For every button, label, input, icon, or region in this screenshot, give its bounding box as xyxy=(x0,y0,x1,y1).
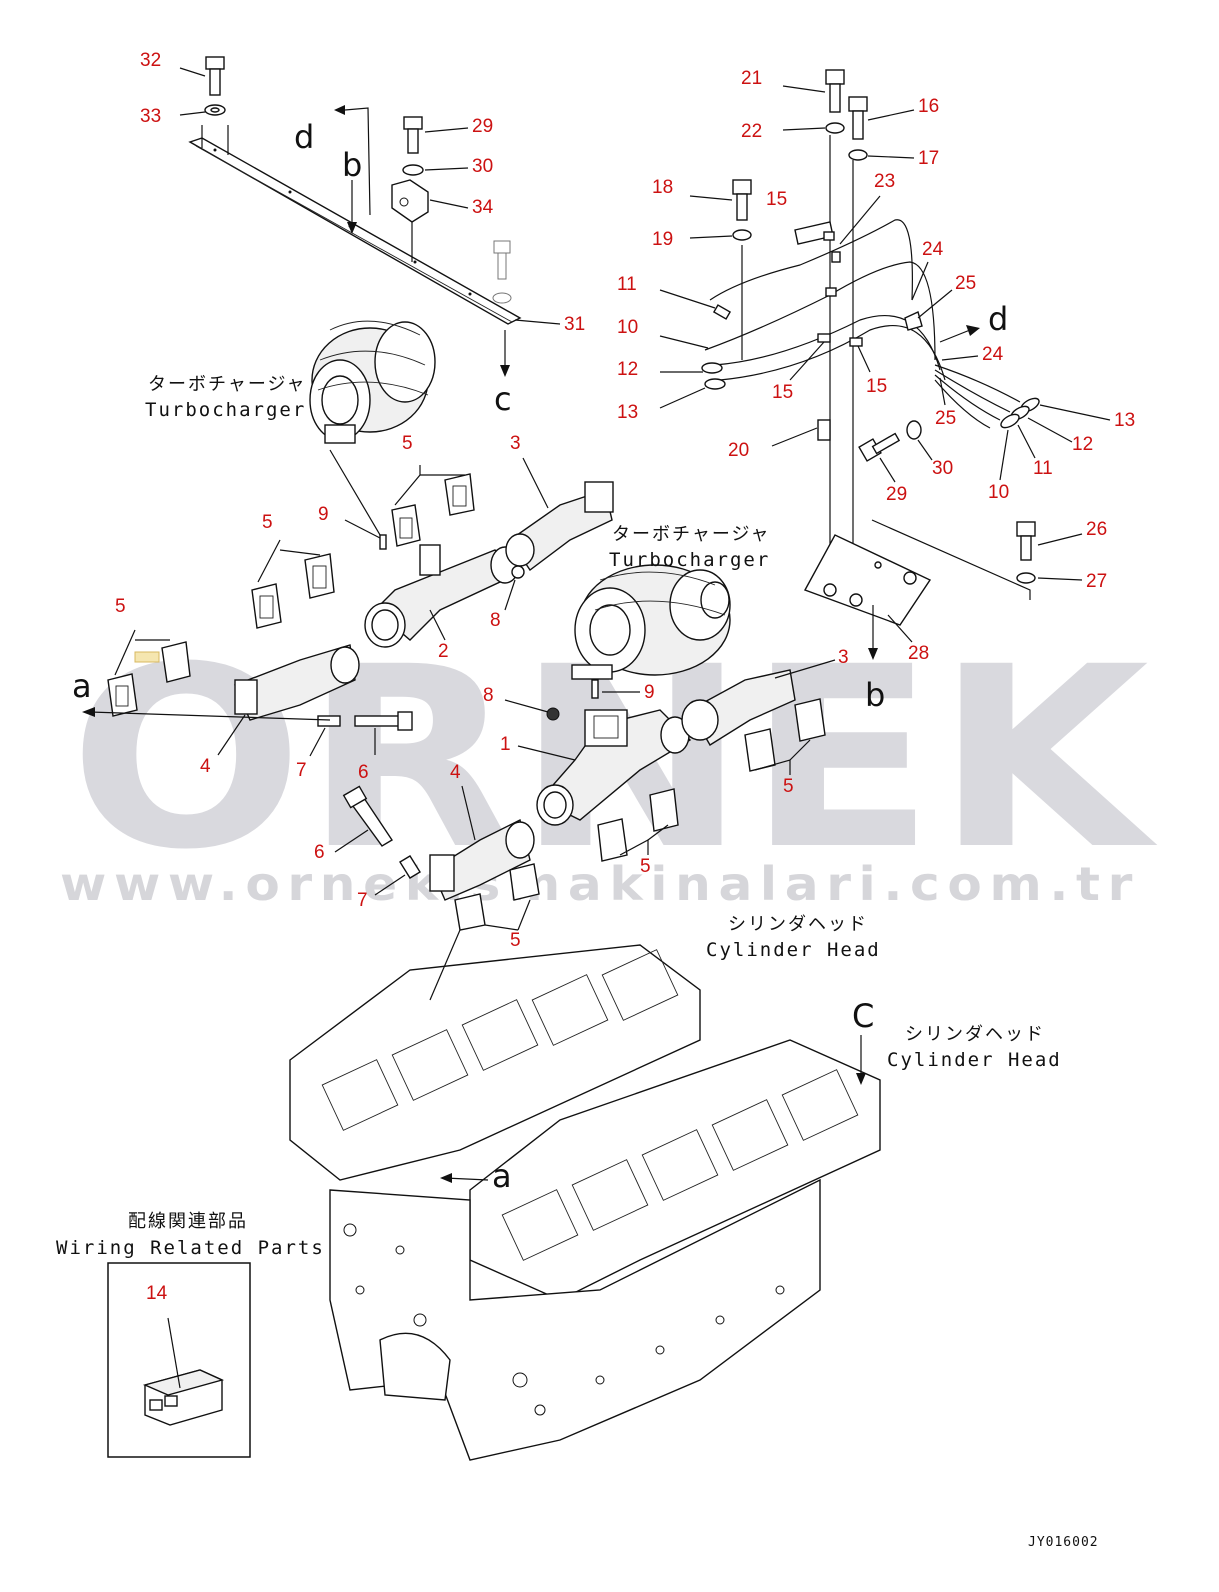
callout-6-left: 6 xyxy=(358,762,369,783)
cylinder-head-right-label-jp: シリンダヘッド xyxy=(905,1024,1045,1045)
callout-10-right: 10 xyxy=(988,482,1009,503)
callout-7-left: 7 xyxy=(296,760,307,781)
engine-block xyxy=(289,929,881,1461)
cylinder-head-upper-label-en: Cylinder Head xyxy=(706,939,881,961)
turbocharger-lower xyxy=(571,564,731,699)
callout-25-a: 25 xyxy=(955,273,976,294)
callout-21: 21 xyxy=(741,68,762,89)
view-marker-d-left: d xyxy=(294,118,314,156)
callout-5-e: 5 xyxy=(640,856,651,877)
view-marker-d-right: d xyxy=(988,300,1008,338)
callout-15-c: 15 xyxy=(866,376,887,397)
callout-2: 2 xyxy=(438,641,449,662)
callout-24-b: 24 xyxy=(982,344,1004,365)
callout-25-b: 25 xyxy=(935,408,956,429)
view-marker-c-top: c xyxy=(494,380,512,418)
callout-9-top: 9 xyxy=(318,504,329,525)
cylinder-head-upper-label-jp: シリンダヘッド xyxy=(728,914,868,935)
view-marker-b-top: b xyxy=(342,146,362,184)
callout-5-b: 5 xyxy=(262,512,273,533)
callout-23: 23 xyxy=(874,171,895,192)
callouts: 32 33 29 30 34 31 5 3 9 5 8 2 5 4 7 6 xyxy=(114,50,1135,1304)
drawing-code: JY016002 xyxy=(1028,1535,1099,1550)
view-marker-b-bottom: b xyxy=(865,676,885,714)
wiring-harness xyxy=(701,69,1040,660)
callout-12-right: 12 xyxy=(1072,434,1093,455)
callout-3-top: 3 xyxy=(510,433,521,454)
turbocharger-upper-label-en: Turbocharger xyxy=(145,399,306,421)
callout-31: 31 xyxy=(564,314,585,335)
callout-29-top: 29 xyxy=(472,116,493,137)
callout-20: 20 xyxy=(728,440,749,461)
labels: ターボチャージャ Turbocharger ターボチャージャ Turbochar… xyxy=(56,374,1099,1550)
bracket-assembly xyxy=(188,56,522,377)
turbocharger-lower-label-en: Turbocharger xyxy=(609,549,770,571)
callout-4-left: 4 xyxy=(200,756,211,777)
callout-30-right: 30 xyxy=(932,458,953,479)
callout-22: 22 xyxy=(741,121,762,142)
callout-32: 32 xyxy=(140,50,161,71)
callout-15-a: 15 xyxy=(766,189,787,210)
callout-15-b: 15 xyxy=(772,382,793,403)
callout-17: 17 xyxy=(918,148,939,169)
exhaust-manifold-lower xyxy=(342,669,826,931)
callout-33: 33 xyxy=(140,106,161,127)
callout-5-d: 5 xyxy=(783,776,794,797)
callout-28: 28 xyxy=(908,643,929,664)
callout-5-a: 5 xyxy=(402,433,413,454)
callout-29-right: 29 xyxy=(886,484,907,505)
watermark-url: www.ornekismakinalari.com.tr xyxy=(60,857,1140,911)
callout-18: 18 xyxy=(652,177,673,198)
view-markers: d b c d a b C a xyxy=(72,118,1008,1195)
wiring-parts-label-en: Wiring Related Parts xyxy=(56,1237,325,1259)
callout-9-lower: 9 xyxy=(644,682,655,703)
callout-19: 19 xyxy=(652,229,673,250)
exhaust-manifold-upper xyxy=(82,473,614,731)
wiring-parts-label-jp: 配線関連部品 xyxy=(128,1211,248,1232)
callout-30-top: 30 xyxy=(472,156,493,177)
callout-24-a: 24 xyxy=(922,239,944,260)
callout-34: 34 xyxy=(472,197,494,218)
wiring-parts-box xyxy=(107,1262,251,1458)
callout-12-left: 12 xyxy=(617,359,638,380)
callout-10-left: 10 xyxy=(617,317,638,338)
callout-7-lower: 7 xyxy=(357,890,368,911)
callout-5-f: 5 xyxy=(510,930,521,951)
turbocharger-lower-label-jp: ターボチャージャ xyxy=(612,524,771,545)
view-marker-a-left: a xyxy=(72,667,92,705)
callout-11-left: 11 xyxy=(617,274,637,295)
callout-16: 16 xyxy=(918,96,939,117)
callout-1: 1 xyxy=(500,734,511,755)
callout-27: 27 xyxy=(1086,571,1107,592)
turbocharger-upper-label-jp: ターボチャージャ xyxy=(148,374,307,395)
turbocharger-upper xyxy=(309,320,436,541)
view-marker-c-engine: C xyxy=(852,997,874,1035)
callout-8-top: 8 xyxy=(490,610,501,631)
callout-14: 14 xyxy=(146,1283,168,1304)
callout-5-c: 5 xyxy=(115,596,126,617)
callout-4-lower: 4 xyxy=(450,762,461,783)
cylinder-head-right-label-en: Cylinder Head xyxy=(887,1049,1062,1071)
callout-13-left: 13 xyxy=(617,402,638,423)
callout-3-lower: 3 xyxy=(838,647,849,668)
callout-11-right: 11 xyxy=(1033,458,1053,479)
callout-6-lower: 6 xyxy=(314,842,325,863)
callout-8-lower: 8 xyxy=(483,685,494,706)
view-marker-a-engine: a xyxy=(492,1157,512,1195)
callout-26: 26 xyxy=(1086,519,1107,540)
callout-13-right: 13 xyxy=(1114,410,1135,431)
